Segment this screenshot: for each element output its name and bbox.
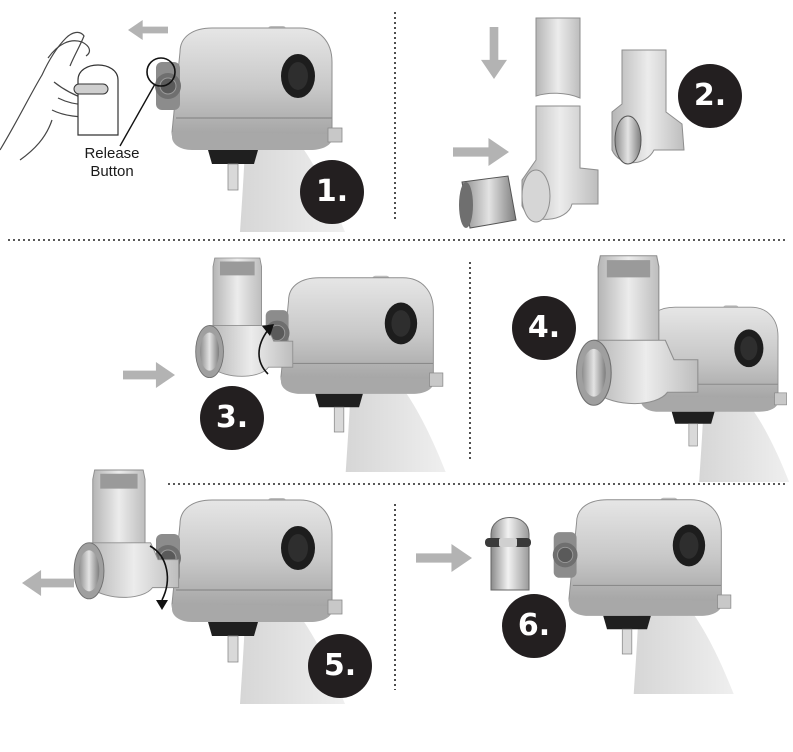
step-badge-4: 4. [512,296,576,360]
rotate-arrow-step-3 [258,329,269,375]
release-label-line-2: Button [90,163,134,180]
step-3-illustration [123,257,447,473]
step-5-illustration [22,469,346,705]
panel-dividers [8,12,787,690]
step-badge-6: 6. [502,594,566,658]
release-button-highlight [146,57,176,87]
feed-chute [535,17,581,99]
attachment-cap [77,64,119,136]
step-2-illustration [453,17,685,229]
step-badge-2: 2. [678,64,742,128]
release-button-label: Release Button [72,145,152,181]
release-button-illustration [73,83,109,95]
step-6-illustration [416,497,735,695]
step-4-illustration [575,255,790,483]
release-label-line-1: Release [84,145,140,162]
release-button-leader-line [119,83,156,147]
step-badge-3: 3. [200,386,264,450]
housing-opening [521,169,551,223]
step-badge-5: 5. [308,634,372,698]
step-badge-1: 1. [300,160,364,224]
step-1-illustration [0,20,346,233]
rotate-arrow-step-5 [149,545,169,601]
